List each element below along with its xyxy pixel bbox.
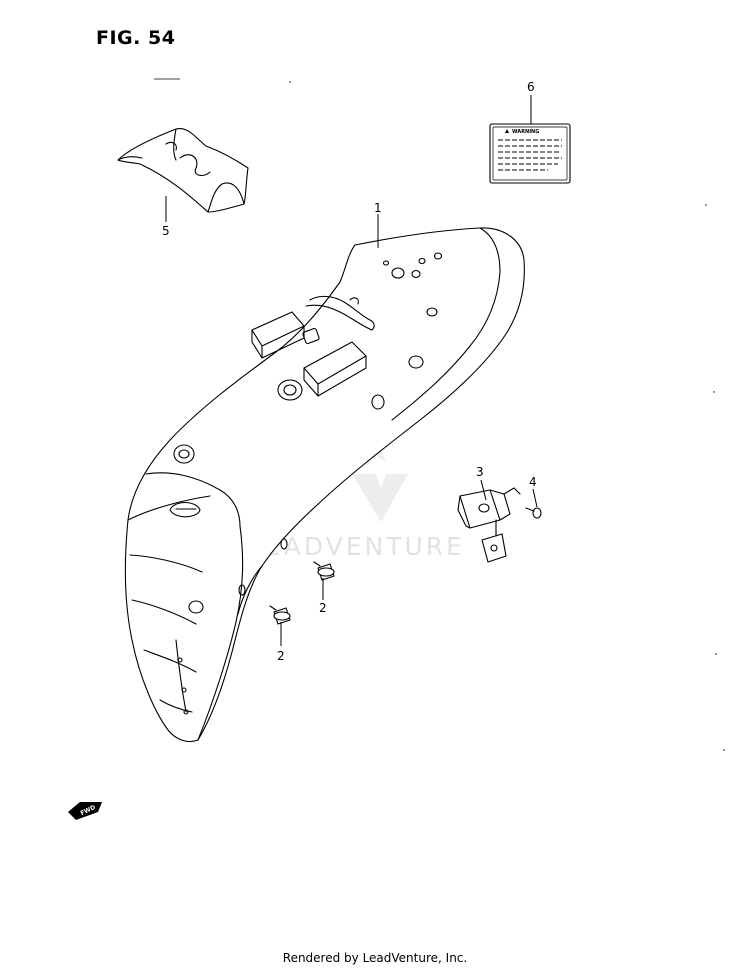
callout-5-pouch: 5 [162,224,170,238]
bolt-part-upper [313,561,335,581]
bolt-part-lower [269,605,291,625]
scan-specks [289,81,725,751]
callout-2-bolt-upper: 2 [319,601,327,615]
figure-title: FIG. 54 [96,27,176,49]
warning-label-heading: WARNING [512,129,539,135]
rear-fender-part [124,227,525,743]
callout-1-fender: 1 [374,201,382,215]
warning-label-part: WARNING [489,123,571,184]
footer-credit: Rendered by LeadVenture, Inc. [282,951,468,965]
bracket-part [457,487,521,563]
callout-2-bolt-lower: 2 [277,649,285,663]
screw-part [525,507,542,519]
leader-lines [165,95,538,646]
callout-3-bracket: 3 [476,465,484,479]
callout-4-screw: 4 [529,475,537,489]
callout-6-label: 6 [527,80,535,94]
pouch-part [117,127,249,213]
forward-direction-arrow-icon: FWD [68,802,102,820]
